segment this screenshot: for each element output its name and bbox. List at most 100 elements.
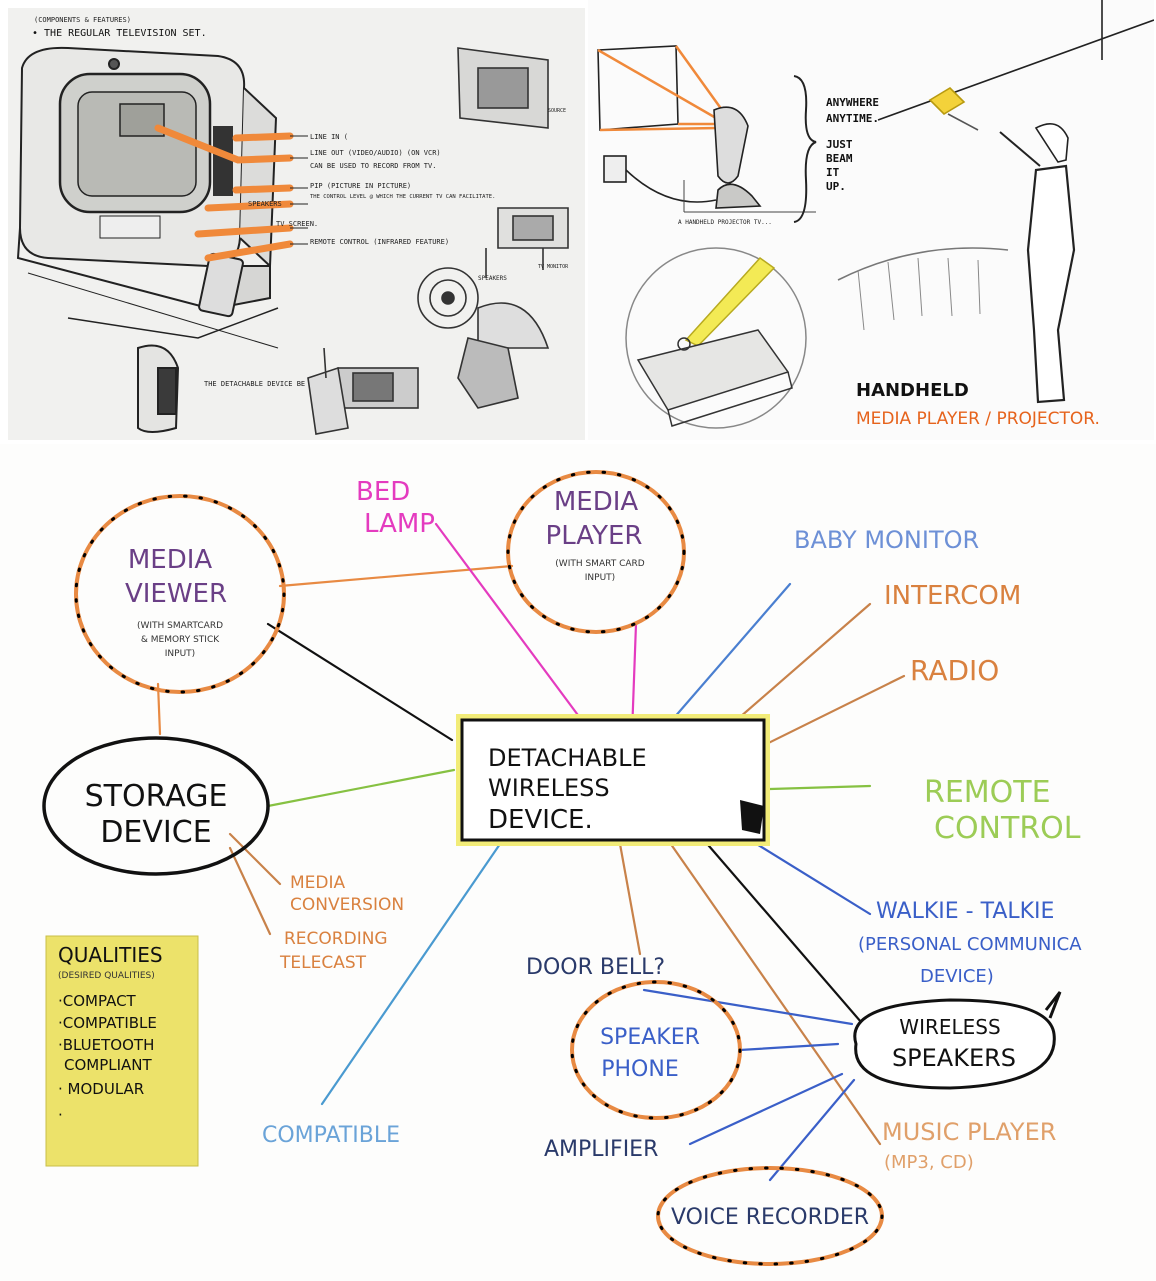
link-media-conversion	[228, 832, 282, 886]
room-person-drawing	[837, 0, 1154, 404]
media-player-title-2: PLAYER	[546, 521, 643, 551]
link-wireless-speakers	[688, 822, 882, 1046]
wireless-speakers-2: SPEAKERS	[892, 1044, 1016, 1072]
link-intercom	[730, 602, 872, 726]
amplifier: AMPLIFIER	[544, 1137, 658, 1162]
node-voice-recorder: VOICE RECORDER	[656, 1166, 884, 1266]
slogan-up: UP.	[826, 180, 846, 193]
walkie-talkie-2: (PERSONAL COMMUNICA	[858, 934, 1082, 955]
quality-4: COMPLIANT	[64, 1056, 153, 1074]
tv-callout-lines	[290, 135, 308, 245]
node-center-device: DETACHABLE WIRELESS DEVICE.	[456, 714, 770, 846]
media-conversion-2: CONVERSION	[290, 895, 404, 915]
tv-set-drawing	[16, 46, 279, 349]
node-media-player: MEDIA PLAYER (WITH SMART CARD INPUT)	[506, 470, 686, 634]
link-viewer-storage	[156, 682, 162, 736]
node-storage-device: STORAGE DEVICE	[42, 736, 270, 876]
link-music-player	[666, 838, 882, 1146]
wireless-speakers-1: WIRELESS	[899, 1015, 1000, 1039]
quality-2: ·COMPATIBLE	[58, 1014, 157, 1032]
door-bell: DOOR BELL?	[526, 955, 665, 980]
speaker-phone-1: SPEAKER	[600, 1025, 700, 1050]
node-media-viewer: MEDIA VIEWER (WITH SMARTCARD & MEMORY ST…	[74, 494, 286, 694]
media-viewer-title-2: VIEWER	[125, 579, 227, 609]
label-tv-monitor: TV MONITOR	[538, 264, 569, 270]
callout-speakers: SPEAKERS	[248, 200, 282, 208]
bed-lamp-1: BED	[356, 477, 410, 507]
label-speakers: SPEAKERS	[478, 275, 507, 282]
music-player-1: MUSIC PLAYER	[882, 1118, 1056, 1146]
remote-control-2: CONTROL	[934, 811, 1081, 846]
quality-3: ·BLUETOOTH	[58, 1036, 154, 1054]
projection-drawing	[597, 45, 816, 213]
quality-1: ·COMPACT	[58, 992, 137, 1010]
link-recording	[228, 846, 272, 936]
recording-telecast-1: RECORDING	[284, 929, 388, 949]
media-viewer-title-1: MEDIA	[128, 545, 213, 575]
node-speaker-phone: SPEAKER PHONE	[570, 980, 742, 1120]
media-player-sub-1: (WITH SMART CARD	[555, 559, 644, 569]
slogan-it: IT	[826, 166, 840, 179]
remote-control-1: REMOTE	[924, 775, 1051, 810]
link-speaker-phone	[738, 1042, 840, 1052]
projector-caption: A HANDHELD PROJECTOR TV...	[678, 219, 772, 226]
slogan-just: JUST	[826, 138, 853, 151]
quality-5: · MODULAR	[58, 1080, 144, 1098]
slogan-anytime: ANYTIME.	[826, 112, 879, 125]
tv-sketch: (COMPONENTS & FEATURES) • THE REGULAR TE…	[16, 16, 569, 435]
callout-remote: REMOTE CONTROL (INFRARED FEATURE)	[310, 238, 449, 246]
media-player-sub-2: INPUT)	[585, 573, 615, 583]
projector-subtitle: MEDIA PLAYER / PROJECTOR.	[856, 409, 1100, 429]
mindmap-connectors	[156, 522, 906, 1182]
mindmap-panel: MEDIA VIEWER (WITH SMARTCARD & MEMORY ST…	[0, 444, 1156, 1281]
side-device-drawing	[137, 344, 180, 433]
bed-lamp-2: LAMP	[364, 509, 435, 539]
callout-line-in: LINE IN (	[310, 133, 348, 141]
detach-note: THE DETACHABLE DEVICE BE ATTACHED ON THE…	[204, 380, 398, 388]
media-player-title-1: MEDIA	[554, 487, 639, 517]
label-source: SOURCE	[548, 108, 566, 114]
callout-tv-screen: TV SCREEN.	[276, 220, 318, 228]
qualities-title: QUALITIES	[58, 943, 163, 967]
link-voice-recorder	[768, 1078, 856, 1182]
brace	[793, 75, 817, 223]
callout-pip: PIP (PICTURE IN PICTURE)	[310, 182, 411, 190]
small-sketches	[307, 47, 569, 435]
link-door-bell	[642, 988, 854, 1026]
music-player-2: (MP3, CD)	[884, 1152, 974, 1173]
compatible: COMPATIBLE	[262, 1123, 400, 1148]
link-compatible	[320, 842, 502, 1106]
baby-monitor: BABY MONITOR	[794, 526, 979, 554]
quality-6: ·	[58, 1106, 63, 1124]
link-door-bell-orange	[618, 842, 642, 956]
link-storage	[266, 768, 456, 808]
tv-heading-small: (COMPONENTS & FEATURES)	[34, 16, 131, 24]
center-line-1: DETACHABLE	[488, 744, 647, 772]
center-line-2: WIRELESS	[488, 774, 610, 802]
tv-callout-arrows	[154, 124, 294, 262]
projector-sketch: A HANDHELD PROJECTOR TV... ANYWHERE ANYT…	[597, 0, 1154, 429]
projector-sketch-panel: A HANDHELD PROJECTOR TV... ANYWHERE ANYT…	[588, 0, 1154, 440]
radio: RADIO	[910, 654, 999, 687]
media-conversion-1: MEDIA	[290, 873, 346, 893]
slogan-beam: BEAM	[826, 152, 853, 165]
qualities-note: QUALITIES (DESIRED QUALITIES) ·COMPACT ·…	[45, 935, 199, 1167]
voice-recorder: VOICE RECORDER	[671, 1205, 869, 1230]
callout-record: CAN BE USED TO RECORD FROM TV.	[310, 162, 436, 170]
link-amplifier	[688, 1072, 844, 1146]
walkie-talkie-1: WALKIE - TALKIE	[876, 899, 1054, 924]
link-baby-monitor	[658, 582, 792, 736]
node-wireless-speakers: WIRELESS SPEAKERS	[853, 991, 1062, 1090]
bed-vignette-drawing	[625, 247, 807, 429]
media-viewer-sub-1: (WITH SMARTCARD	[137, 621, 223, 631]
walkie-talkie-3: DEVICE)	[920, 966, 994, 987]
callout-line-out: LINE OUT (VIDEO/AUDIO) (ON VCR)	[310, 149, 441, 157]
projector-title: HANDHELD	[856, 380, 969, 401]
speaker-phone-2: PHONE	[601, 1057, 678, 1082]
media-viewer-sub-3: INPUT)	[165, 649, 195, 659]
media-viewer-sub-2: & MEMORY STICK	[141, 635, 220, 645]
tv-sketch-panel: (COMPONENTS & FEATURES) • THE REGULAR TE…	[8, 8, 585, 440]
tv-heading: • THE REGULAR TELEVISION SET.	[32, 28, 207, 39]
link-viewer-player	[278, 564, 514, 588]
storage-line-2: DEVICE	[100, 815, 211, 850]
